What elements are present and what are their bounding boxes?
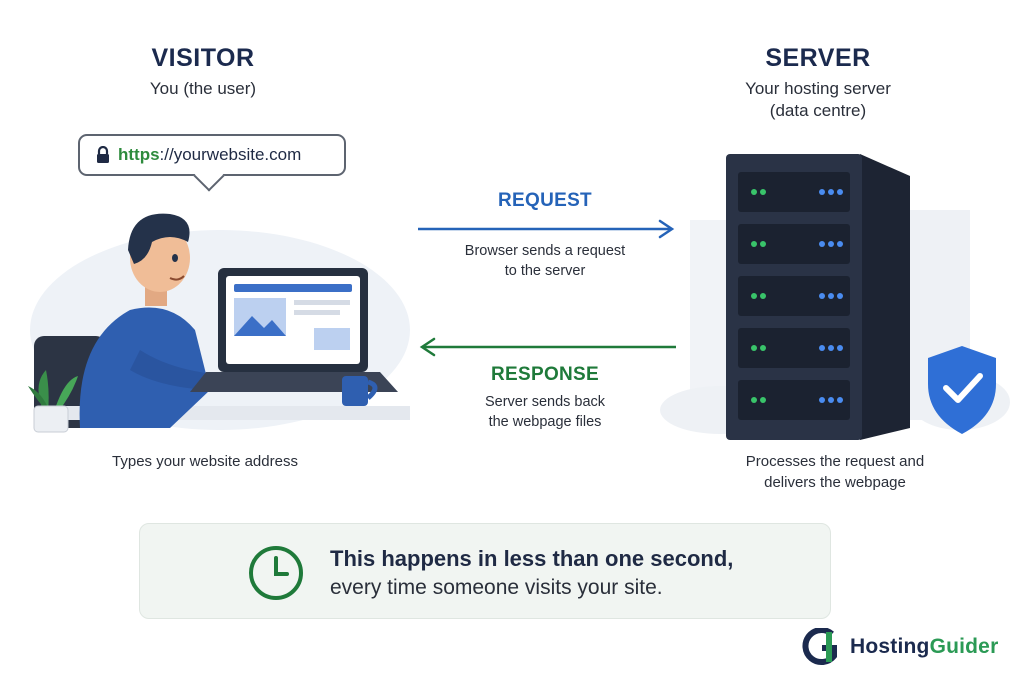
url-domain: ://yourwebsite.com [159, 145, 302, 164]
response-description: Server sends back the webpage files [430, 392, 660, 432]
request-description-line1: Browser sends a request [464, 243, 626, 259]
request-arrow [418, 219, 675, 239]
clock-icon [249, 546, 303, 600]
url-speech-bubble: https://yourwebsite.com [78, 134, 346, 192]
response-arrow [419, 337, 676, 357]
brand-name-part1: Hosting [850, 635, 930, 658]
response-description-line1: Server sends back [484, 394, 606, 410]
request-label: REQUEST [498, 190, 592, 211]
banner-subline: every time someone visits your site. [330, 576, 663, 599]
server-subtitle: Your hosting server (data centre) [698, 78, 938, 122]
visitor-subtitle: You (the user) [149, 79, 257, 98]
visitor-caption: Types your website address [112, 453, 298, 470]
server-caption-line1: Processes the request and [745, 453, 925, 470]
brand-logo-icon [802, 628, 837, 666]
request-description: Browser sends a request to the server [430, 241, 660, 281]
visitor-illustration [28, 213, 410, 433]
banner-headline: This happens in less than one second, [330, 546, 734, 571]
info-banner: This happens in less than one second, ev… [139, 523, 831, 619]
server-subtitle-line2: (data centre) [769, 101, 867, 120]
brand-name: HostingGuider [850, 635, 998, 659]
brand-name-part2: Guider [929, 635, 999, 658]
server-subtitle-line1: Your hosting server [745, 79, 891, 98]
response-label: RESPONSE [491, 364, 599, 385]
brand-logo: HostingGuider [800, 628, 998, 666]
shield-check-icon [928, 346, 996, 434]
lock-icon [97, 146, 109, 163]
url-text: https://yourwebsite.com [118, 145, 301, 165]
visitor-title: VISITOR [151, 44, 255, 72]
server-caption-line2: delivers the webpage [764, 474, 906, 491]
server-illustration [660, 154, 1010, 440]
request-description-line2: to the server [504, 263, 586, 279]
server-title: SERVER [765, 44, 871, 72]
response-description-line2: the webpage files [488, 414, 602, 430]
server-units [738, 172, 850, 420]
url-scheme: https [118, 145, 160, 164]
server-caption: Processes the request and delivers the w… [690, 451, 980, 493]
